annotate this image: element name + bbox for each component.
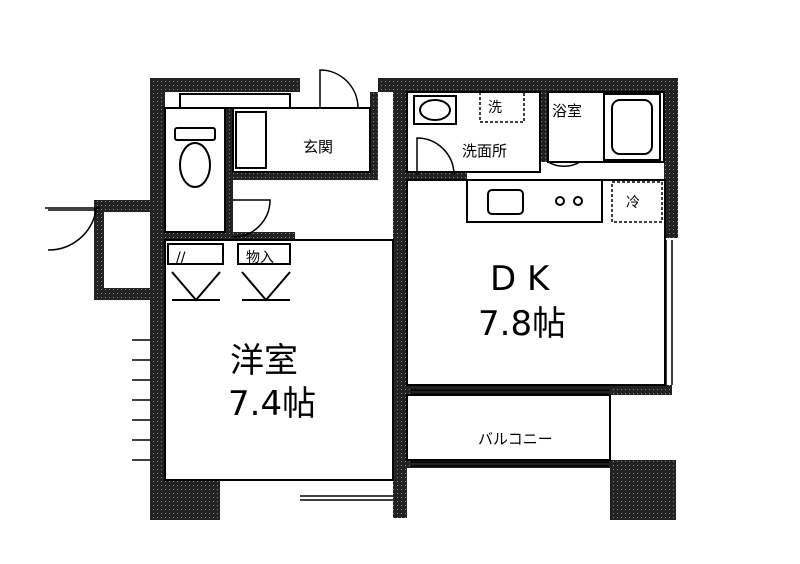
- washer-icon: 洗: [488, 100, 502, 116]
- sink-icon: [413, 95, 457, 125]
- appliance-spaces: [479, 91, 663, 223]
- washroom-label: 洗面所: [462, 142, 507, 160]
- western-room-size: 7.4帖: [228, 384, 316, 424]
- dk-room-size: 7.8帖: [478, 304, 566, 344]
- balcony-label: バルコニー: [478, 430, 553, 448]
- washer-space: [479, 91, 525, 123]
- entrance-label: 玄関: [303, 138, 333, 156]
- dk-room-name: D K: [490, 259, 551, 299]
- closet-mark: //: [176, 250, 186, 266]
- storage-label: 物入: [246, 250, 274, 266]
- toilet-door: [232, 199, 271, 238]
- shoe-cabinet: [179, 93, 291, 109]
- western-room-name: 洋室: [230, 341, 298, 381]
- outer-walls: [94, 78, 678, 520]
- fixtures: [167, 93, 661, 302]
- bath-door: [547, 130, 581, 168]
- kitchen-counter: [466, 179, 603, 223]
- wing-door: [47, 209, 97, 251]
- bathtub-icon: [603, 93, 661, 161]
- doors: [47, 69, 581, 251]
- entrance-door: [319, 69, 359, 109]
- windows: [45, 207, 673, 501]
- entry-step: [235, 111, 267, 169]
- bathroom-label: 浴室: [552, 102, 582, 120]
- fridge-space: [611, 181, 663, 223]
- fridge-icon: 冷: [626, 195, 640, 211]
- closet-doors: [167, 243, 291, 302]
- toilet-icon: [174, 127, 216, 188]
- washroom-door: [416, 137, 455, 176]
